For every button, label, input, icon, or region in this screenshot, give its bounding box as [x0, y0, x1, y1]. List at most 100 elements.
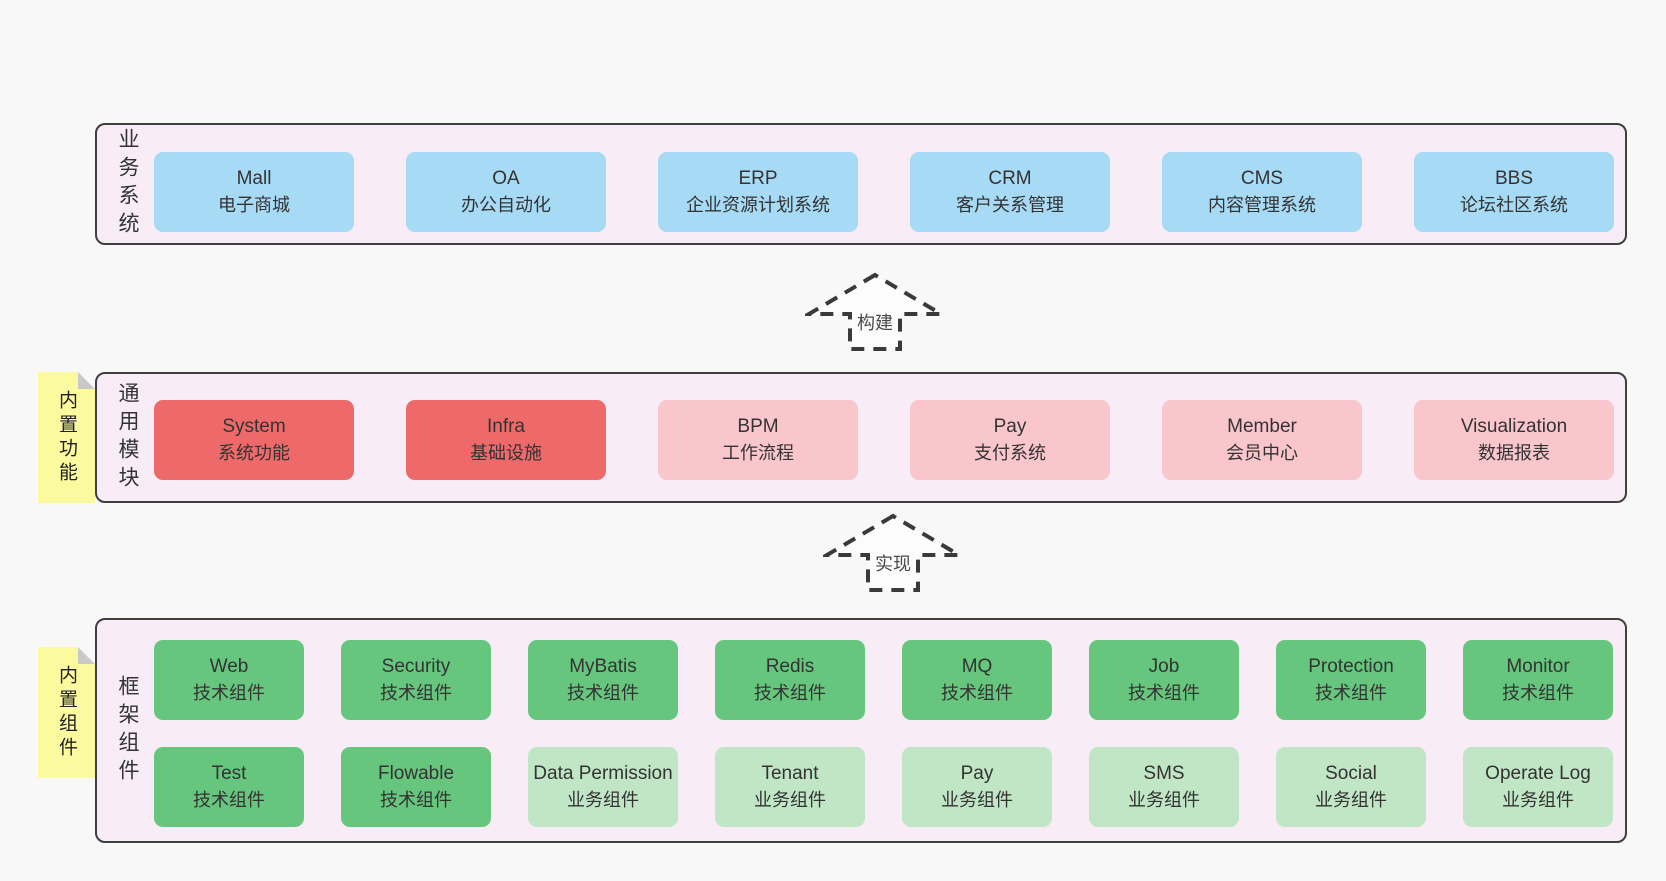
module-box-redis: Redis 技术组件 — [715, 640, 865, 720]
module-desc: 客户关系管理 — [956, 194, 1064, 215]
module-desc: 内容管理系统 — [1208, 194, 1316, 215]
module-name: Pay — [993, 416, 1027, 438]
module-box-infra: Infra 基础设施 — [406, 400, 606, 480]
module-desc: 支付系统 — [974, 442, 1046, 463]
module-box-social: Social 业务组件 — [1276, 747, 1426, 827]
module-desc: 会员中心 — [1226, 442, 1298, 463]
module-box-web: Web 技术组件 — [154, 640, 304, 720]
module-desc: 业务组件 — [567, 789, 639, 810]
band-label: 通用模块 — [116, 381, 139, 494]
module-name: Member — [1227, 416, 1297, 438]
module-desc: 技术组件 — [380, 789, 452, 810]
module-desc: 技术组件 — [567, 682, 639, 703]
module-desc: 基础设施 — [470, 442, 542, 463]
module-box-visualization: Visualization 数据报表 — [1414, 400, 1614, 480]
module-name: BPM — [737, 416, 779, 438]
module-box-mq: MQ 技术组件 — [902, 640, 1052, 720]
module-desc: 论坛社区系统 — [1460, 194, 1568, 215]
module-box-flowable: Flowable 技术组件 — [341, 747, 491, 827]
band-row: System 系统功能 Infra 基础设施 BPM 工作流程 Pay 支付系统 Member 会… — [154, 400, 1614, 480]
module-desc: 企业资源计划系统 — [686, 194, 830, 215]
module-box-crm: CRM 客户关系管理 — [910, 152, 1110, 232]
module-desc: 技术组件 — [193, 682, 265, 703]
module-name: ERP — [738, 168, 778, 190]
module-desc: 业务组件 — [941, 789, 1013, 810]
module-name: MyBatis — [569, 656, 637, 678]
module-desc: 数据报表 — [1478, 442, 1550, 463]
module-name: SMS — [1143, 763, 1185, 785]
module-box-monitor: Monitor 技术组件 — [1463, 640, 1613, 720]
module-box-pay: Pay 支付系统 — [910, 400, 1110, 480]
dashed-up-arrow-implement: 实现 — [823, 513, 963, 593]
module-box-tenant: Tenant 业务组件 — [715, 747, 865, 827]
module-name: OA — [492, 168, 520, 190]
module-box-bbs: BBS 论坛社区系统 — [1414, 152, 1614, 232]
module-name: Data Permission — [533, 763, 673, 785]
module-desc: 系统功能 — [218, 442, 290, 463]
module-name: Monitor — [1506, 656, 1570, 678]
module-name: Social — [1325, 763, 1377, 785]
module-name: CRM — [988, 168, 1032, 190]
sticky-note-label: 内置组件 — [56, 664, 77, 761]
module-box-mybatis: MyBatis 技术组件 — [528, 640, 678, 720]
module-desc: 技术组件 — [1502, 682, 1574, 703]
module-name: MQ — [961, 656, 993, 678]
sticky-note-built-in-features: 内置功能 — [38, 372, 95, 503]
module-desc: 电子商城 — [218, 194, 290, 215]
module-name: Test — [211, 763, 247, 785]
dashed-up-arrow-build: 构建 — [805, 272, 945, 352]
module-desc: 技术组件 — [1315, 682, 1387, 703]
module-box-operate-log: Operate Log 业务组件 — [1463, 747, 1613, 827]
folded-corner-icon — [78, 372, 95, 389]
module-desc: 工作流程 — [722, 442, 794, 463]
module-box-member: Member 会员中心 — [1162, 400, 1362, 480]
module-name: Web — [209, 656, 249, 678]
module-desc: 技术组件 — [754, 682, 826, 703]
module-box-mall: Mall 电子商城 — [154, 152, 354, 232]
module-desc: 业务组件 — [1502, 789, 1574, 810]
module-box-bpm: BPM 工作流程 — [658, 400, 858, 480]
module-box-data-permission: Data Permission 业务组件 — [528, 747, 678, 827]
module-name: Security — [381, 656, 451, 678]
module-desc: 技术组件 — [941, 682, 1013, 703]
module-name: Operate Log — [1485, 763, 1591, 785]
module-name: Tenant — [761, 763, 819, 785]
module-desc: 业务组件 — [1315, 789, 1387, 810]
module-name: Infra — [486, 416, 526, 438]
module-box-pay: Pay 业务组件 — [902, 747, 1052, 827]
arrow-label: 构建 — [854, 308, 896, 336]
module-name: Pay — [960, 763, 994, 785]
module-desc: 技术组件 — [380, 682, 452, 703]
module-name: Protection — [1308, 656, 1394, 678]
module-name: Job — [1148, 656, 1180, 678]
module-desc: 业务组件 — [1128, 789, 1200, 810]
module-desc: 技术组件 — [1128, 682, 1200, 703]
module-name: BBS — [1494, 168, 1534, 190]
sticky-note-built-in-components: 内置组件 — [38, 647, 95, 778]
module-name: System — [222, 416, 286, 438]
module-name: Redis — [765, 656, 815, 678]
band-boxes: System 系统功能 Infra 基础设施 BPM 工作流程 Pay 支付系统 Member 会… — [154, 400, 1614, 480]
module-name: Mall — [236, 168, 272, 190]
band-common-modules: 通用模块 System 系统功能 Infra 基础设施 BPM 工作流程 Pay 支付系统 Me… — [95, 372, 1627, 503]
module-name: Visualization — [1460, 416, 1568, 438]
module-box-protection: Protection 技术组件 — [1276, 640, 1426, 720]
folded-corner-icon — [78, 647, 95, 664]
module-box-sms: SMS 业务组件 — [1089, 747, 1239, 827]
band-label: 业务系统 — [116, 128, 139, 240]
band-label: 框架组件 — [116, 674, 139, 787]
module-desc: 业务组件 — [754, 789, 826, 810]
sticky-note-label: 内置功能 — [56, 389, 77, 486]
module-name: Flowable — [377, 763, 455, 785]
